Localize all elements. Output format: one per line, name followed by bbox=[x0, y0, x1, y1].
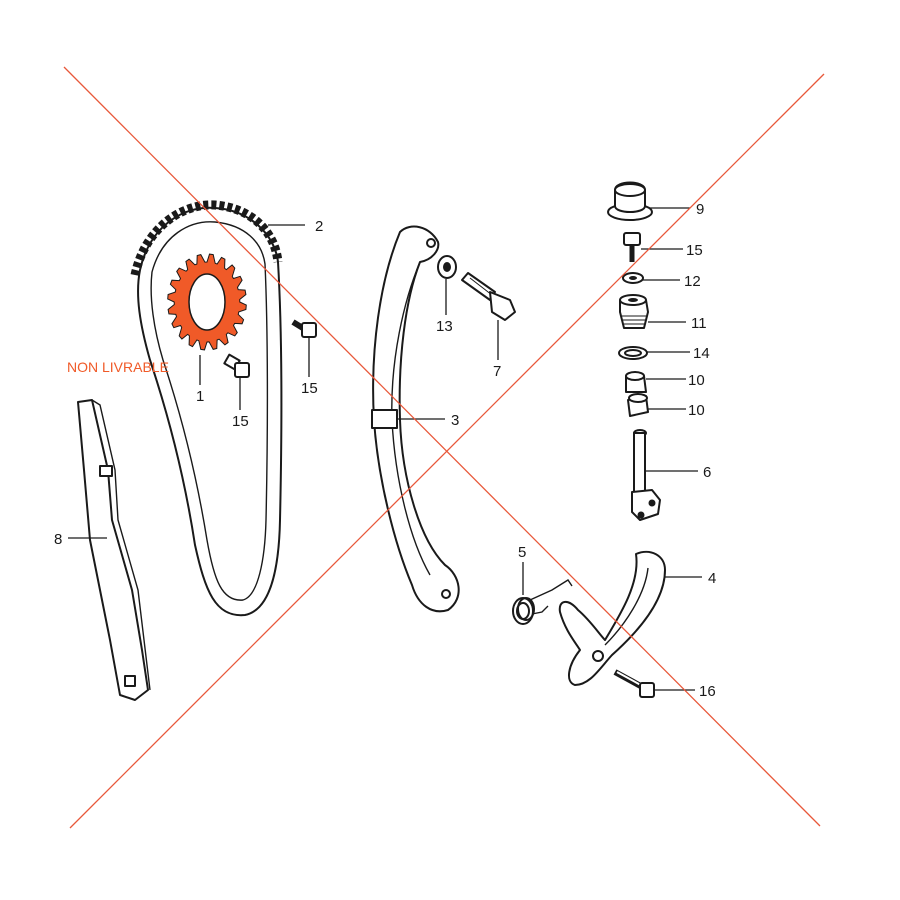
leader-lines bbox=[68, 207, 702, 691]
bolt-16 bbox=[613, 669, 655, 698]
callout-1: 1 bbox=[196, 388, 204, 405]
callout-5: 5 bbox=[518, 544, 526, 561]
bolt-15-left bbox=[223, 353, 250, 378]
callout-14: 14 bbox=[693, 345, 710, 362]
callout-8: 8 bbox=[54, 531, 62, 548]
callout-6: 6 bbox=[703, 464, 711, 481]
callout-13: 13 bbox=[436, 318, 453, 335]
callout-labels: 1 2 3 4 5 6 7 8 9 10 10 11 12 13 14 15 1… bbox=[54, 201, 716, 700]
bolt-11 bbox=[619, 294, 649, 329]
push-rod-6 bbox=[631, 429, 661, 521]
bolt-15-tensioner bbox=[623, 232, 641, 262]
pivot-bolt-7 bbox=[461, 272, 516, 321]
callout-15-sprocket: 15 bbox=[232, 413, 249, 430]
non-livrable-note: NON LIVRABLE bbox=[67, 359, 169, 375]
cap-9 bbox=[607, 181, 653, 221]
tensioner-lever-4 bbox=[558, 550, 666, 686]
callout-10-upper: 10 bbox=[688, 372, 705, 389]
sprocket-bore bbox=[188, 273, 226, 331]
cross-out-mark bbox=[63, 66, 825, 829]
collar-10-upper bbox=[625, 371, 647, 393]
callout-16: 16 bbox=[699, 683, 716, 700]
chain-guide-left bbox=[77, 399, 151, 701]
callout-4: 4 bbox=[708, 570, 716, 587]
callout-7: 7 bbox=[493, 363, 501, 380]
cross-line-ascending bbox=[69, 73, 825, 829]
callout-11: 11 bbox=[691, 315, 707, 332]
collar-10-lower bbox=[627, 393, 649, 417]
callout-12: 12 bbox=[684, 273, 701, 290]
cross-line-descending bbox=[63, 66, 821, 827]
sprocket-highlighted bbox=[167, 253, 247, 351]
washer-12 bbox=[622, 272, 644, 284]
washer-14 bbox=[618, 346, 648, 360]
spring-5 bbox=[512, 579, 573, 625]
callout-3: 3 bbox=[451, 412, 459, 429]
callout-10-lower: 10 bbox=[688, 402, 705, 419]
callout-2: 2 bbox=[315, 218, 323, 235]
chain-links bbox=[130, 200, 283, 277]
tensioner-blade bbox=[371, 225, 460, 613]
washer-13 bbox=[437, 255, 457, 279]
callout-15-tensioner: 15 bbox=[686, 242, 703, 259]
callout-15-middle: 15 bbox=[301, 380, 318, 397]
callout-9: 9 bbox=[696, 201, 704, 218]
bolt-15-middle bbox=[291, 319, 317, 338]
